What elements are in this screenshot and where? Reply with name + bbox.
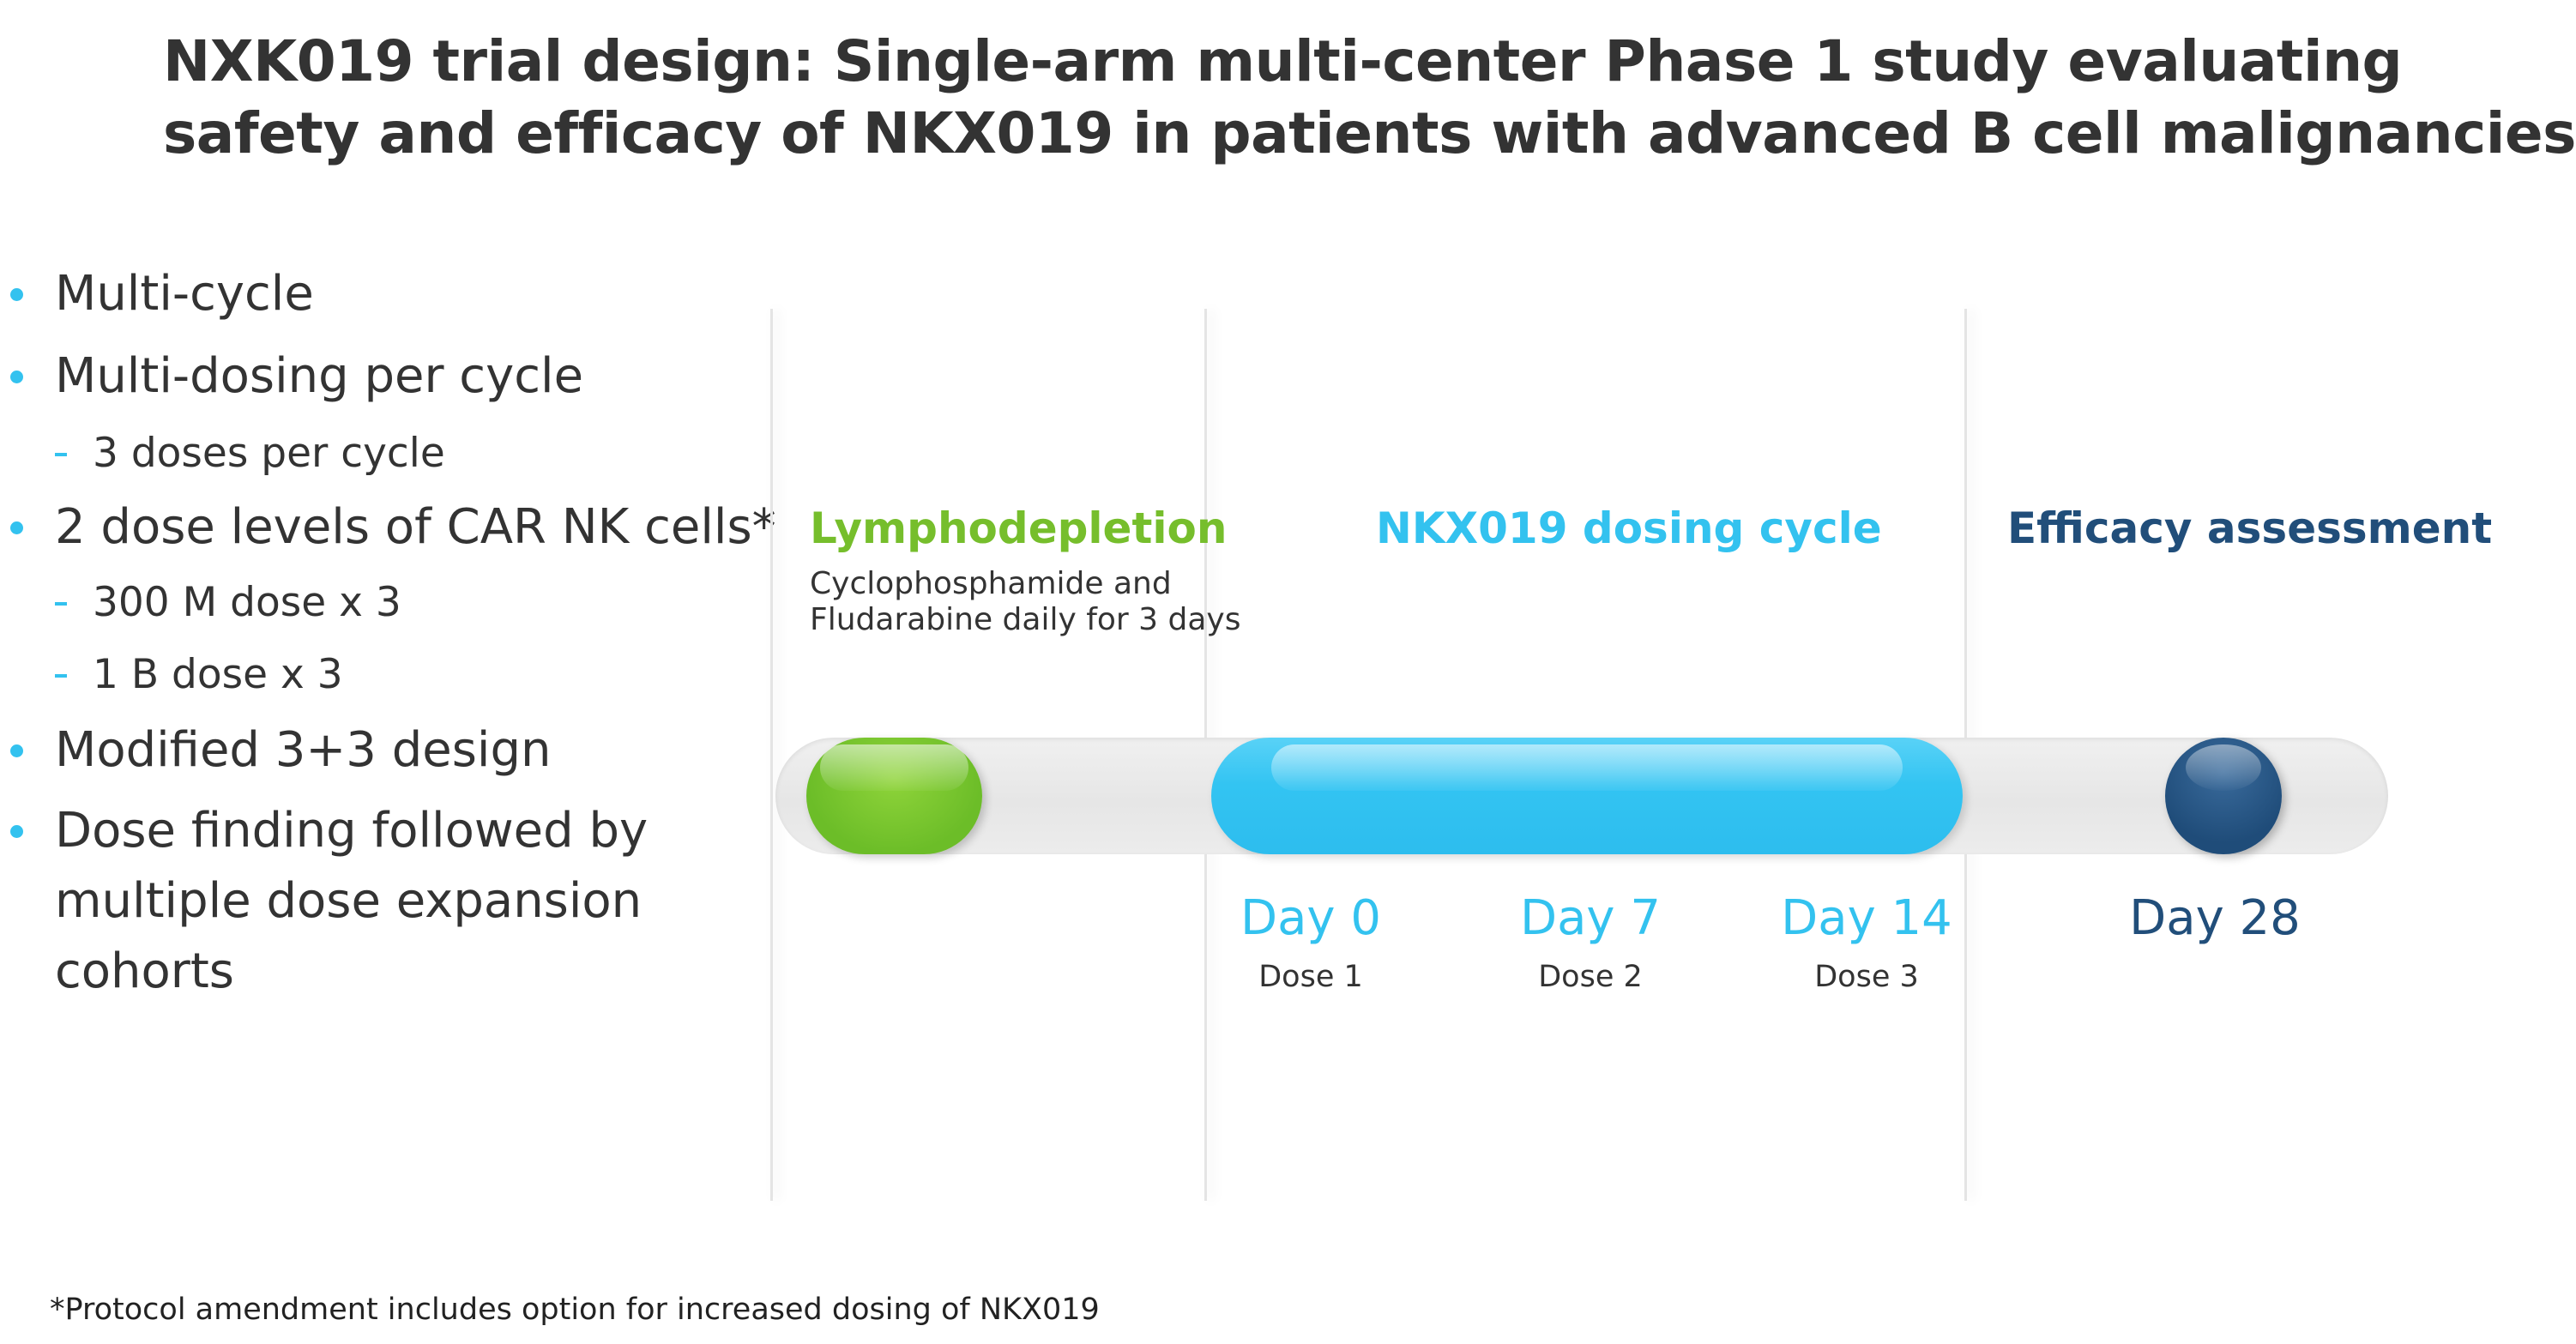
bullet-dose-finding-line-3: cohorts bbox=[55, 943, 234, 999]
sub-bullet-dash bbox=[55, 674, 67, 678]
bullet-dose-levels: 2 dose levels of CAR NK cells* bbox=[55, 499, 776, 555]
timepoint-day-14: Day 14 bbox=[1781, 890, 1952, 946]
footnote: *Protocol amendment includes option for … bbox=[50, 1293, 1100, 1327]
panel-divider-left bbox=[770, 309, 773, 1201]
phase-title-dosing-cycle: NKX019 dosing cycle bbox=[1376, 503, 1882, 553]
sub-bullet-1b: 1 B dose x 3 bbox=[93, 651, 343, 698]
efficacy-assessment-marker bbox=[2165, 738, 2282, 854]
bullet-dot bbox=[10, 744, 23, 757]
sub-bullet-doses-per-cycle: 3 doses per cycle bbox=[93, 430, 445, 477]
page-title-line-2: safety and efficacy of NKX019 in patient… bbox=[163, 100, 2576, 166]
dosing-cycle-pill bbox=[1211, 738, 1963, 854]
lymphodepletion-pill bbox=[806, 738, 982, 854]
page-title-line-1: NXK019 trial design: Single-arm multi-ce… bbox=[163, 28, 2403, 94]
timepoint-day-7: Day 7 bbox=[1519, 890, 1661, 946]
bullet-dot bbox=[10, 288, 23, 301]
timepoint-dose-1: Dose 1 bbox=[1258, 960, 1363, 994]
bullet-modified-design: Modified 3+3 design bbox=[55, 722, 552, 778]
sub-bullet-dash bbox=[55, 602, 67, 606]
sub-bullet-dash bbox=[55, 453, 67, 456]
phase-desc-line-2: Fludarabine daily for 3 days bbox=[810, 602, 1241, 637]
bullet-dose-finding-line-2: multiple dose expansion bbox=[55, 873, 642, 929]
bullet-dot bbox=[10, 825, 23, 838]
phase-desc-line-1: Cyclophosphamide and bbox=[810, 566, 1172, 601]
bullet-multi-dosing: Multi-dosing per cycle bbox=[55, 348, 584, 404]
page-title: NXK019 trial design: Single-arm multi-ce… bbox=[163, 26, 2576, 170]
timepoint-dose-2: Dose 2 bbox=[1538, 960, 1643, 994]
timepoint-day-28: Day 28 bbox=[2129, 890, 2301, 946]
phase-title-efficacy-assessment: Efficacy assessment bbox=[2007, 503, 2493, 553]
timepoint-day-0: Day 0 bbox=[1240, 890, 1381, 946]
bullet-dot bbox=[10, 371, 23, 383]
bullet-list: Multi-cycle Multi-dosing per cycle 3 dos… bbox=[0, 0, 776, 1115]
sub-bullet-300m: 300 M dose x 3 bbox=[93, 579, 401, 626]
bullet-multi-cycle: Multi-cycle bbox=[55, 266, 314, 322]
phase-title-lymphodepletion: Lymphodepletion bbox=[810, 503, 1228, 553]
bullet-dose-finding-line-1: Dose finding followed by bbox=[55, 803, 649, 859]
bullet-dot bbox=[10, 521, 23, 534]
timepoint-dose-3: Dose 3 bbox=[1814, 960, 1919, 994]
